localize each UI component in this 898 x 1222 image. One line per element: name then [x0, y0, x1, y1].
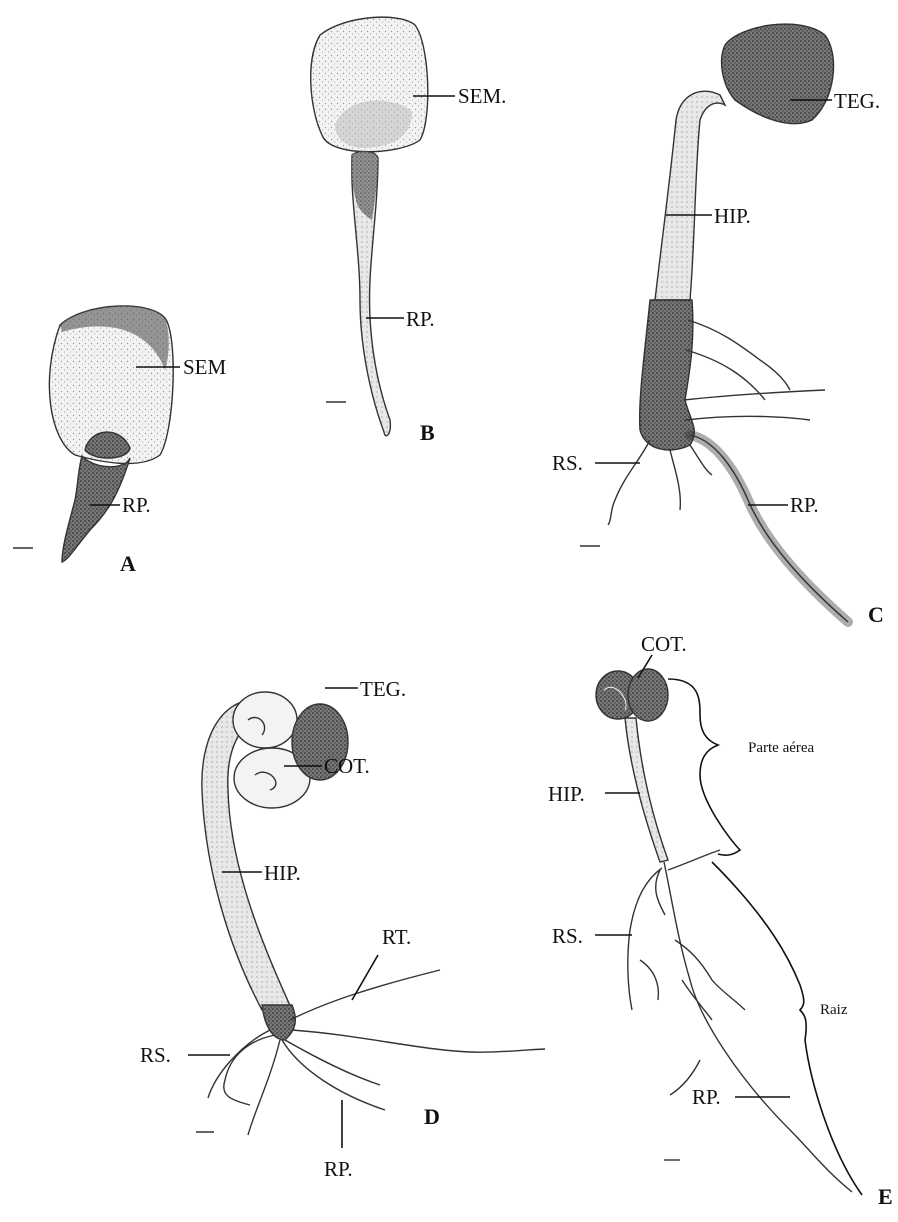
label-rs: RS.: [552, 924, 583, 948]
panel-d-hypocotyl: [202, 700, 292, 1010]
label-rt: RT.: [382, 925, 411, 949]
panel-letter: A: [120, 551, 136, 576]
panel-a-seed: [49, 306, 173, 464]
panel-a-primary-root: [62, 456, 130, 562]
label-hip: HIP.: [548, 782, 585, 806]
label-raiz: Raiz: [820, 1002, 848, 1018]
label-cot: COT.: [641, 632, 687, 656]
panel-c-hypocotyl: [655, 91, 725, 300]
panel-c-root-collar: [640, 300, 695, 450]
panel-letter: B: [420, 420, 435, 445]
label-rp: RP.: [790, 493, 819, 517]
label-rs: RS.: [552, 451, 583, 475]
panel-d-root-collar: [262, 1005, 295, 1040]
label-rp: RP.: [324, 1157, 353, 1181]
label-sem: SEM.: [458, 84, 506, 108]
label-rp: RP.: [692, 1085, 721, 1109]
label-rs: RS.: [140, 1043, 171, 1067]
panel-c: TEG. HIP. RS. RP. C: [552, 24, 884, 627]
panel-e-brace-raiz: [712, 862, 862, 1195]
panel-letter: D: [424, 1104, 440, 1129]
panel-e: COT. Parte aérea HIP. RS. Raiz RP. E: [548, 632, 893, 1209]
label-teg: TEG.: [360, 677, 406, 701]
label-hip: HIP.: [264, 861, 301, 885]
label-hip: HIP.: [714, 204, 751, 228]
label-teg: TEG.: [834, 89, 880, 113]
panel-d: TEG. COT. HIP. RT. RS. RP. D: [140, 677, 545, 1181]
panel-e-hypocotyl: [625, 718, 668, 862]
panel-letter: C: [868, 602, 884, 627]
panel-c-primary-root: [690, 435, 848, 622]
panel-letter: E: [878, 1184, 893, 1209]
panel-b: SEM. RP. B: [311, 17, 507, 445]
label-parte-aerea: Parte aérea: [748, 740, 815, 756]
panel-c-seed-coat: [722, 24, 834, 124]
label-rp: RP.: [122, 493, 151, 517]
panel-a: SEM RP. A: [13, 306, 227, 576]
panel-e-brace-parte-aerea: [668, 679, 740, 855]
panel-e-cotyledons: [596, 669, 668, 721]
label-cot: COT.: [324, 754, 370, 778]
panel-e-roots: [628, 850, 852, 1192]
label-rp: RP.: [406, 307, 435, 331]
label-sem: SEM: [183, 355, 227, 379]
